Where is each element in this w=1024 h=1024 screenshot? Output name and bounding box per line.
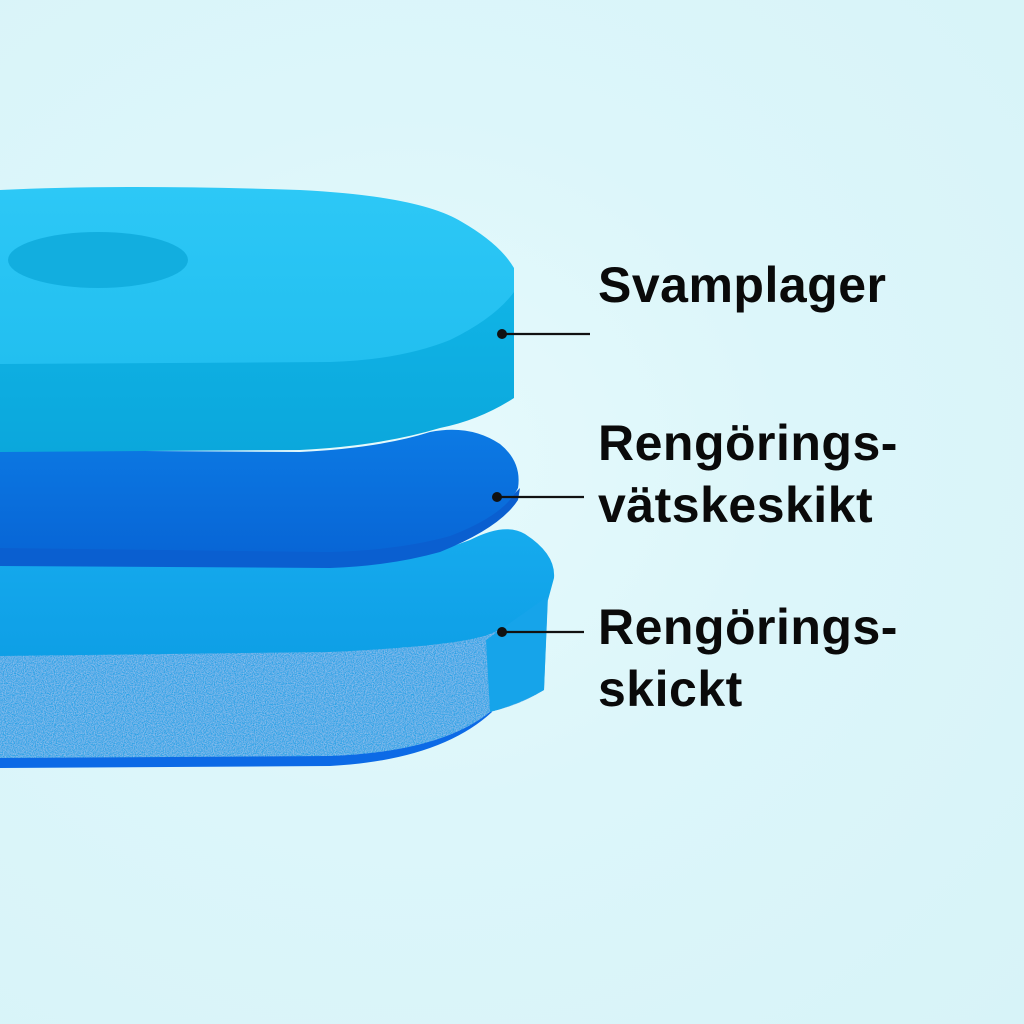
cleaning-layer — [0, 529, 555, 768]
label-cleaning-layer: Rengörings- skickt — [598, 596, 898, 720]
label-cleaning-layer-line-1: Rengörings- — [598, 599, 898, 655]
label-sponge-layer-text: Svamplager — [598, 257, 887, 313]
label-sponge-layer: Svamplager — [598, 254, 886, 316]
cleaning-layer-corner — [486, 596, 548, 712]
sponge-layer — [0, 187, 514, 452]
sponge-layer-side — [0, 290, 514, 452]
liquid-layer-body — [0, 429, 519, 552]
sponge-hole — [8, 232, 188, 288]
leader-line-cleaning — [497, 627, 584, 637]
leader-line-sponge — [497, 329, 590, 339]
liquid-layer — [0, 429, 520, 568]
cleaning-layer-top — [0, 529, 555, 656]
sponge-layer-top — [0, 187, 514, 364]
label-liquid-layer-line-2: vätskeskikt — [598, 477, 874, 533]
cleaning-layer-side — [0, 590, 548, 758]
label-liquid-layer: Rengörings- vätskeskikt — [598, 412, 898, 536]
leader-line-liquid — [492, 492, 584, 502]
label-cleaning-layer-line-2: skickt — [598, 661, 743, 717]
label-liquid-layer-line-1: Rengörings- — [598, 415, 898, 471]
